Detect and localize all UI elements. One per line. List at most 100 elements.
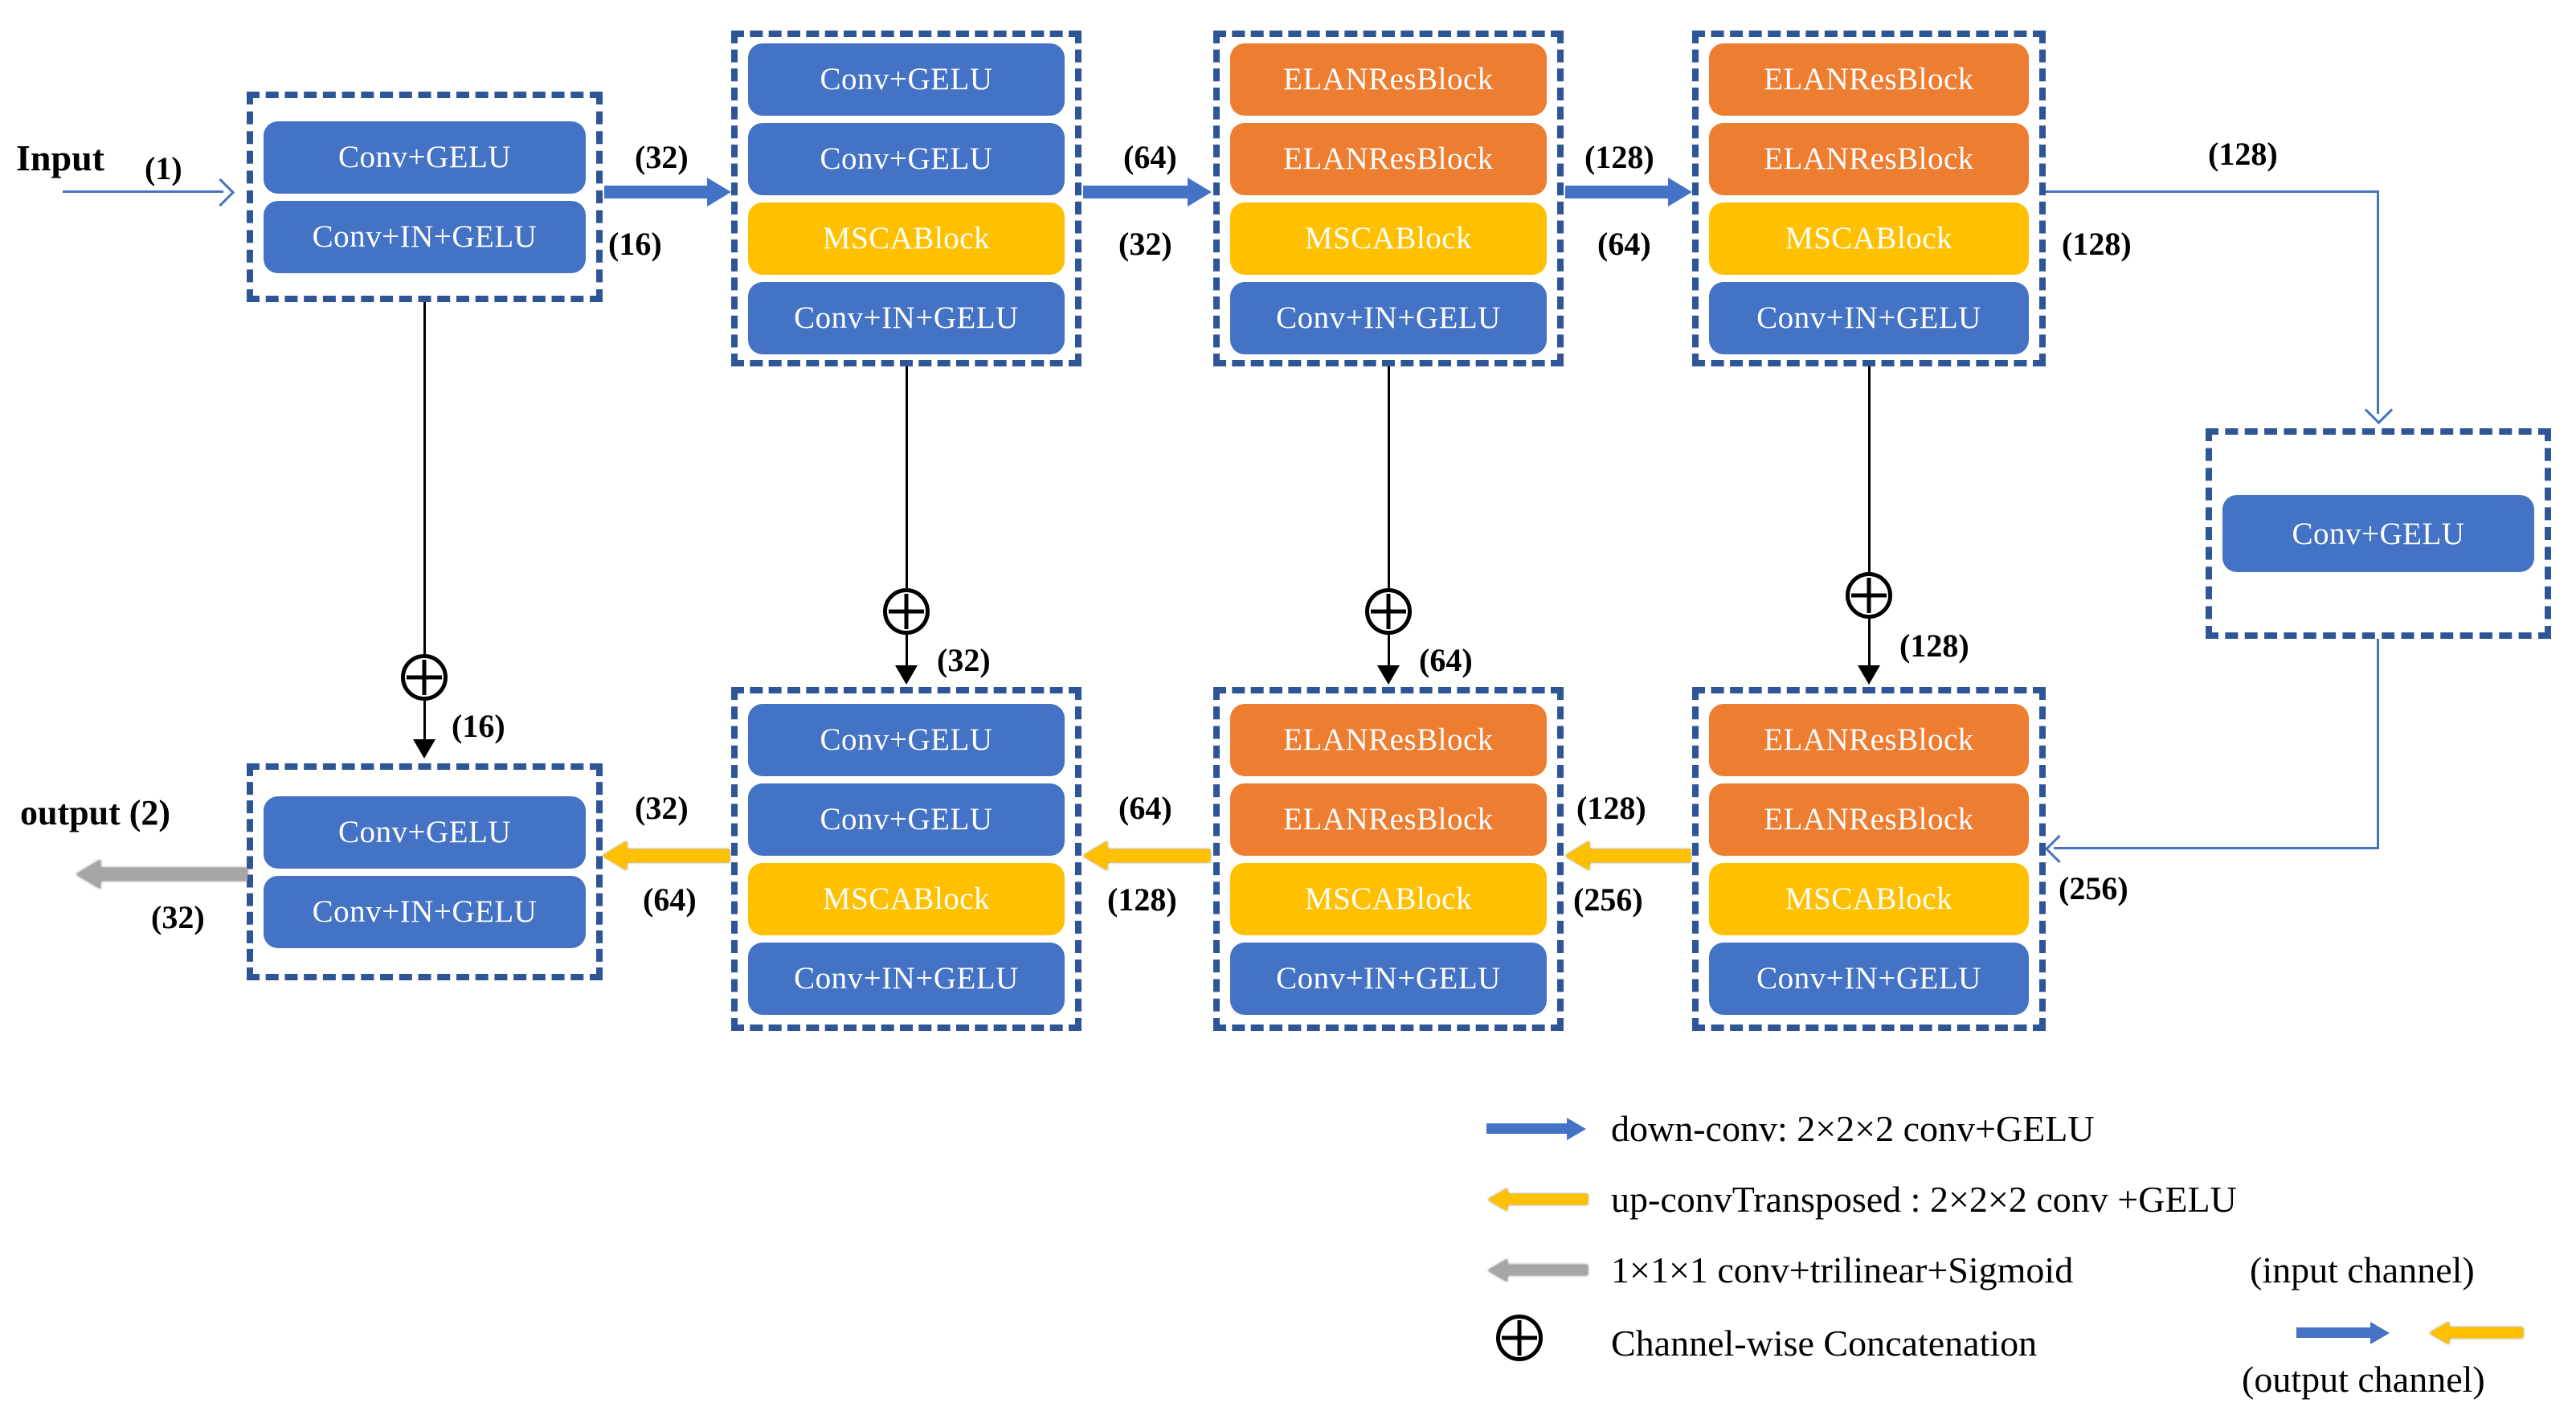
dec4-elanresblock-2: ELANResBlock <box>1709 783 2029 856</box>
input-arrow-head-icon <box>206 178 235 207</box>
output-channels-label: (32) <box>151 899 205 935</box>
e1-e2-in-channels: (32) <box>635 139 689 175</box>
bottleneck-d4-line-vertical <box>2377 639 2379 849</box>
bottleneck-box: Conv+GELU <box>2206 428 2551 639</box>
decoder3-box: ELANResBlock ELANResBlock MSCABlock Conv… <box>1213 687 1564 1031</box>
enc2-conv-gelu-block-1: Conv+GELU <box>748 43 1065 116</box>
enc3-elanresblock-2: ELANResBlock <box>1230 122 1547 195</box>
encoder4-box: ELANResBlock ELANResBlock MSCABlock Conv… <box>1692 31 2046 366</box>
e3-e4-out-channels: (64) <box>1597 226 1651 262</box>
up-conv-arrow-2 <box>1107 849 1210 862</box>
legend-input-channel-note: (input channel) <box>2250 1249 2475 1290</box>
e3-e4-in-channels: (128) <box>1584 139 1654 175</box>
skip1-arrow-head-icon <box>413 739 435 759</box>
dec3-conv-in-gelu-block: Conv+IN+GELU <box>1230 942 1547 1015</box>
skip4-channels: (128) <box>1899 628 1969 664</box>
dec2-mscablock: MSCABlock <box>748 862 1065 935</box>
enc1-conv-gelu-block: Conv+GELU <box>264 121 586 194</box>
input-channels-label: (1) <box>145 150 182 186</box>
bottleneck-d4-channels: (256) <box>2059 870 2128 906</box>
bottleneck-d4-line-horizontal <box>2054 847 2379 849</box>
d4-d3-in-channels: (128) <box>1576 790 1646 826</box>
skip2-concat-icon <box>883 588 930 635</box>
skip4-concat-icon <box>1846 572 1892 619</box>
d2-d1-in-channels: (32) <box>635 790 689 826</box>
enc3-conv-in-gelu-block: Conv+IN+GELU <box>1230 281 1547 354</box>
decoder2-box: Conv+GELU Conv+GELU MSCABlock Conv+IN+GE… <box>731 687 1082 1031</box>
encoder3-box: ELANResBlock ELANResBlock MSCABlock Conv… <box>1213 31 1564 366</box>
skip1-line-bottom <box>423 701 426 741</box>
skip2-line-bottom <box>906 635 908 667</box>
up-conv-arrow-3 <box>1589 849 1691 862</box>
dec4-mscablock: MSCABlock <box>1709 862 2029 935</box>
d2-d1-out-channels: (64) <box>643 881 697 918</box>
legend-up-conv-arrow-icon <box>1507 1194 1588 1204</box>
skip3-line-top <box>1388 366 1390 588</box>
dec3-elanresblock-2: ELANResBlock <box>1230 783 1547 856</box>
output-arrow <box>100 868 247 881</box>
dec3-elanresblock-1: ELANResBlock <box>1230 703 1547 776</box>
e4-bottleneck-line-horizontal <box>2046 190 2378 193</box>
dec2-conv-gelu-block-1: Conv+GELU <box>748 703 1065 776</box>
enc2-conv-in-gelu-block: Conv+IN+GELU <box>748 281 1065 354</box>
skip3-line-bottom <box>1388 635 1390 667</box>
enc2-conv-gelu-block-2: Conv+GELU <box>748 122 1065 195</box>
dec2-conv-in-gelu-block: Conv+IN+GELU <box>748 942 1065 1015</box>
e2-e3-in-channels: (64) <box>1123 139 1177 175</box>
d4-d3-out-channels: (256) <box>1573 881 1643 918</box>
down-conv-arrow-1 <box>604 186 707 198</box>
encoder1-box: Conv+GELU Conv+IN+GELU <box>247 92 603 302</box>
encoder2-box: Conv+GELU Conv+GELU MSCABlock Conv+IN+GE… <box>731 31 1082 366</box>
skip2-arrow-head-icon <box>895 665 918 685</box>
enc1-conv-in-gelu-block: Conv+IN+GELU <box>264 200 586 273</box>
skip4-arrow-head-icon <box>1858 665 1880 685</box>
dec1-conv-in-gelu-block: Conv+IN+GELU <box>264 875 586 948</box>
skip2-channels: (32) <box>937 642 991 678</box>
up-conv-arrow-1 <box>627 849 730 862</box>
e4-bottleneck-line-vertical <box>2377 190 2379 414</box>
legend-output-channel-note: (output channel) <box>2242 1359 2485 1400</box>
skip3-channels: (64) <box>1419 642 1473 678</box>
skip4-line-bottom <box>1868 619 1871 665</box>
legend-concat-icon <box>1496 1315 1543 1361</box>
legend-concat-text: Channel-wise Concatenation <box>1611 1323 2038 1364</box>
enc4-conv-in-gelu-block: Conv+IN+GELU <box>1709 281 2029 354</box>
enc4-elanresblock-1: ELANResBlock <box>1709 43 2029 116</box>
decoder4-box: ELANResBlock ELANResBlock MSCABlock Conv… <box>1692 687 2046 1031</box>
down-conv-arrow-2 <box>1083 186 1188 198</box>
e1-e2-out-channels: (16) <box>608 226 662 262</box>
legend-output-channel-arrow-icon <box>2449 1327 2523 1338</box>
output-label: output (2) <box>20 793 171 832</box>
skip1-concat-icon <box>401 654 448 701</box>
legend-output-conv-text: 1×1×1 conv+trilinear+Sigmoid <box>1611 1249 2074 1290</box>
e4-bottleneck-in-channels: (128) <box>2208 136 2278 172</box>
dec4-conv-in-gelu-block: Conv+IN+GELU <box>1709 942 2029 1015</box>
legend-output-conv-arrow-icon <box>1507 1265 1588 1275</box>
enc4-mscablock: MSCABlock <box>1709 202 2029 275</box>
decoder1-box: Conv+GELU Conv+IN+GELU <box>247 763 603 980</box>
enc2-mscablock: MSCABlock <box>748 202 1065 275</box>
dec1-conv-gelu-block: Conv+GELU <box>264 795 586 869</box>
skip1-channels: (16) <box>452 708 505 744</box>
legend-down-conv-arrow-icon <box>1486 1123 1567 1134</box>
dec4-elanresblock-1: ELANResBlock <box>1709 703 2029 776</box>
dec3-mscablock: MSCABlock <box>1230 862 1547 935</box>
e2-e3-out-channels: (32) <box>1118 226 1172 262</box>
legend-down-conv-text: down-conv: 2×2×2 conv+GELU <box>1611 1108 2095 1149</box>
skip4-line-top <box>1868 366 1871 572</box>
e4-bottleneck-arrow-head-icon <box>2364 395 2394 425</box>
legend-up-conv-text: up-convTransposed : 2×2×2 conv +GELU <box>1611 1179 2237 1220</box>
skip1-line-top <box>423 302 426 654</box>
d3-d2-in-channels: (64) <box>1118 790 1172 826</box>
input-label: Input <box>16 137 104 178</box>
bottleneck-conv-gelu-block: Conv+GELU <box>2222 495 2534 572</box>
input-arrow-line <box>63 190 223 193</box>
enc3-elanresblock-1: ELANResBlock <box>1230 43 1547 116</box>
e4-bottleneck-out-channels: (128) <box>2062 226 2132 262</box>
down-conv-arrow-3 <box>1565 186 1668 198</box>
enc4-elanresblock-2: ELANResBlock <box>1709 122 2029 195</box>
bottleneck-d4-arrow-head-icon <box>2044 834 2074 864</box>
legend-input-channel-arrow-icon <box>2296 1327 2370 1338</box>
skip3-arrow-head-icon <box>1377 665 1400 685</box>
